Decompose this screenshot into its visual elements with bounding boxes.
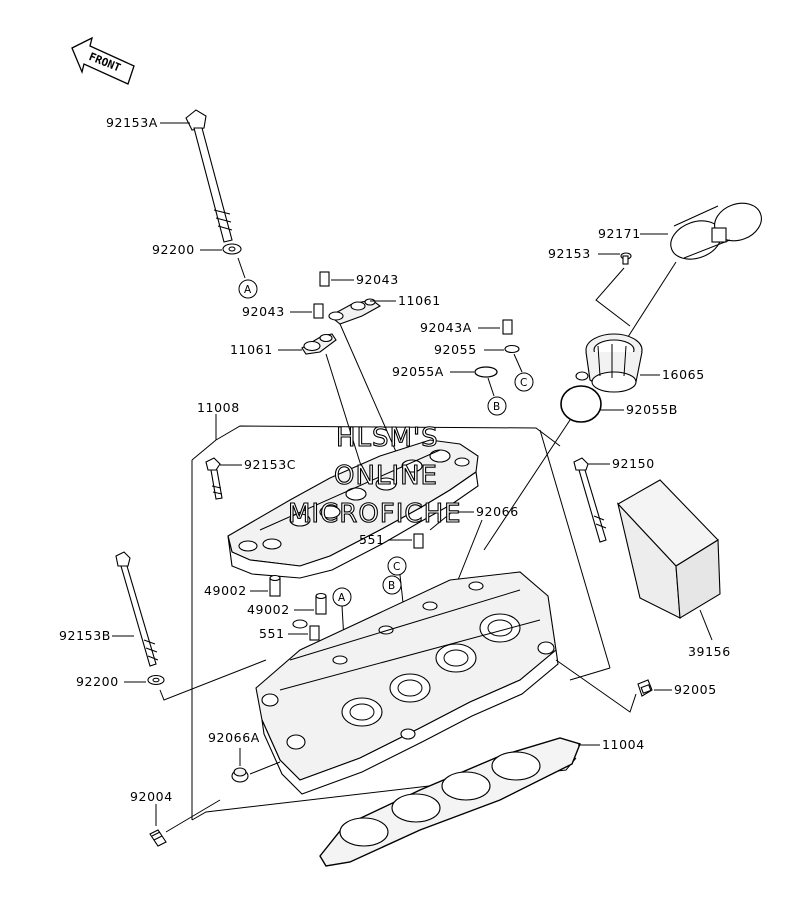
bolt-92150 — [573, 457, 607, 543]
oring-92055 — [504, 344, 520, 354]
callout-92004: 92004 — [130, 789, 173, 804]
clamp-92171 — [670, 202, 762, 260]
bolt-92153B — [115, 551, 159, 667]
stud-92004 — [149, 829, 167, 847]
watermark-line-2: ONLINE — [334, 461, 438, 491]
callout-92153: 92153 — [548, 246, 591, 261]
front-arrow: FRONT — [71, 36, 135, 85]
cylinder-head — [255, 571, 559, 795]
ref-marker-B-bot: B — [388, 580, 395, 592]
cam-cap-11008 — [227, 439, 479, 579]
callout-39156: 39156 — [688, 644, 731, 659]
dowel-92043A — [502, 319, 513, 335]
screw-92153 — [620, 252, 632, 265]
watermark-line-3: MICROFICHE — [288, 499, 462, 529]
oring-92055B — [560, 385, 602, 423]
callout-92200-bottom: 92200 — [76, 674, 119, 689]
callout-92066A: 92066A — [208, 730, 260, 745]
callout-92055: 92055 — [434, 342, 477, 357]
ref-marker-C-top: C — [520, 377, 527, 389]
callout-92055A: 92055A — [392, 364, 444, 379]
callout-49002-a: 49002 — [204, 583, 247, 598]
dowel-92043-upper — [319, 271, 330, 287]
callout-92200-top: 92200 — [152, 242, 195, 257]
callout-92043A: 92043A — [420, 320, 472, 335]
callout-92066: 92066 — [476, 504, 519, 519]
callout-92153C: 92153C — [244, 457, 296, 472]
callout-11061-b: 11061 — [230, 342, 273, 357]
sponge-39156 — [616, 479, 721, 619]
guide-49002-b — [315, 592, 327, 615]
ref-marker-C-bot: C — [393, 561, 400, 573]
callout-92055B: 92055B — [626, 402, 678, 417]
guide-49002-a — [269, 574, 281, 597]
oring-92055A — [474, 366, 498, 378]
callout-49002-b: 49002 — [247, 602, 290, 617]
callout-92153A: 92153A — [106, 115, 158, 130]
ref-marker-A-bot: A — [338, 592, 346, 604]
callout-92043-a: 92043 — [356, 272, 399, 287]
callout-92005: 92005 — [674, 682, 717, 697]
watermark: HLSM'S ONLINE MICROFICHE — [287, 422, 462, 529]
holder-16065 — [575, 333, 643, 393]
callout-92153B: 92153B — [59, 628, 111, 643]
callout-92043-b: 92043 — [242, 304, 285, 319]
plug-92066A — [231, 767, 249, 783]
bolt-92153A — [185, 109, 233, 243]
ref-marker-B-top: B — [493, 401, 500, 413]
dowel-92043-lower — [313, 303, 324, 319]
callout-551-b: 551 — [259, 626, 285, 641]
callout-16065: 16065 — [662, 367, 705, 382]
callout-551-a: 551 — [359, 532, 385, 547]
callout-11004: 11004 — [602, 737, 645, 752]
fitting-92005 — [637, 679, 653, 697]
washer-92200-bottom — [147, 674, 165, 686]
callout-92150: 92150 — [612, 456, 655, 471]
callout-11061-a: 11061 — [398, 293, 441, 308]
watermark-line-1: HLSM'S — [336, 423, 439, 453]
head-gasket-11004 — [319, 737, 581, 867]
ref-marker-A-top: A — [244, 284, 252, 296]
washer-92200-top — [222, 243, 242, 255]
holder-11061-upper — [328, 298, 382, 325]
dowel-551-top — [413, 533, 424, 549]
callout-92171: 92171 — [598, 226, 641, 241]
dowel-551-lower — [309, 625, 320, 641]
callout-11008: 11008 — [197, 400, 240, 415]
holder-11061-lower — [301, 333, 337, 355]
bolt-92153C — [205, 457, 223, 500]
